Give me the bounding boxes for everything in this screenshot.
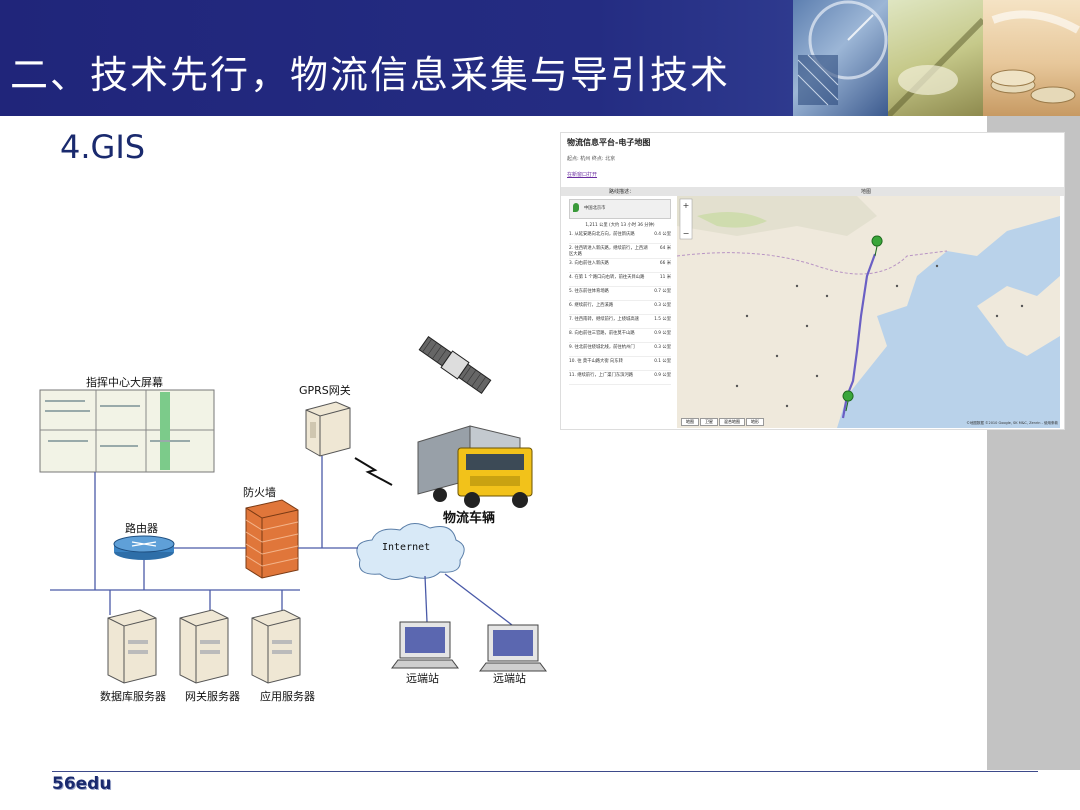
map-tab[interactable]: 地图	[681, 418, 699, 426]
truck-label: 物流车辆	[443, 511, 496, 526]
route-step-text: 5. 往东前往体育场路	[569, 289, 609, 294]
database-server-label: 数据库服务器	[100, 690, 166, 703]
header-banner: 二、技术先行，物流信息采集与导引技术	[0, 0, 1080, 116]
footer-divider	[52, 771, 1038, 772]
remote-terminal-label-2: 远端站	[493, 672, 526, 685]
map-header-label: 地图	[861, 189, 872, 195]
gprs-gateway-icon	[305, 401, 351, 457]
router-label: 路由器	[125, 522, 158, 535]
map-open-link[interactable]: 在新窗口打开	[567, 172, 598, 178]
route-step-distance: 11 米	[659, 275, 671, 280]
route-step-text: 6. 继续前行，上西溪路	[569, 303, 614, 308]
route-step-distance: 0.1 公里	[654, 359, 671, 364]
application-server-icon	[251, 609, 301, 684]
remote-terminal-label-1: 远端站	[406, 672, 439, 685]
slide-subtitle: 4.GIS	[60, 128, 146, 166]
header-photo-clock	[793, 0, 888, 116]
route-step-distance: 0.9 公里	[654, 373, 671, 378]
map-header-bar: 路线描述： 地图	[561, 187, 1064, 196]
slide-title: 二、技术先行，物流信息采集与导引技术	[10, 53, 731, 97]
map-canvas[interactable]: + − 地图卫星混合地图地形 ©地图数据 ©2010 Google, SK M&…	[677, 196, 1060, 428]
logistics-truck-icon	[417, 425, 533, 508]
route-step-text: 11. 继续前行，上广渠门东滨河路	[569, 373, 634, 378]
map-tab[interactable]: 混合地图	[719, 418, 745, 426]
route-step-distance: 0.7 公里	[654, 289, 671, 294]
route-step-distance: 0.9 公里	[654, 331, 671, 336]
map-meta: 起点: 杭州 终点: 北京	[567, 156, 616, 162]
route-step-distance: 64 米	[659, 246, 671, 251]
header-photo-coins	[983, 0, 1080, 116]
route-step[interactable]: 11. 继续前行，上广渠门东滨河路 0.9 公里	[569, 371, 671, 385]
map-tab[interactable]: 卫星	[700, 418, 718, 426]
route-header-label: 路线描述：	[609, 189, 635, 195]
svg-text:+: +	[683, 201, 690, 210]
route-step-distance: 66 米	[659, 261, 671, 266]
route-list: 中国北京市 1,211 公里 (大约 13 小时 36 分钟) 1. 从延安路向…	[569, 199, 671, 429]
remote-terminal-icon-1	[391, 621, 459, 669]
wireless-signal-icon	[354, 457, 393, 486]
route-step-distance: 0.4 公里	[654, 232, 671, 237]
route-step[interactable]: 2. 往西转进入新庆路，继续前行，上西湖区大路 64 米	[569, 244, 671, 259]
route-step-text: 7. 往西南转，继续前行，上绕城高速	[569, 317, 639, 322]
network-links	[50, 456, 513, 626]
internet-label: Internet	[382, 542, 431, 553]
remote-terminal-icon-2	[479, 624, 547, 672]
map-copyright: ©地图数据 ©2010 Google, SK M&C, Zenrin - 使用条…	[966, 421, 1058, 425]
route-step[interactable]: 8. 向右前往三官路，前往莫干山路 0.9 公里	[569, 329, 671, 343]
route-step-text: 9. 往北前往绕城北线，前往杭州门	[569, 345, 635, 350]
internet-cloud-icon	[356, 523, 465, 580]
route-step[interactable]: 4. 在第 1 个路口向右转，前往天目山路 11 米	[569, 273, 671, 287]
route-step-text: 1. 从延安路向北方向，前往新庆路	[569, 232, 635, 237]
header-photo-strip	[793, 0, 1080, 116]
map-type-tabs: 地图卫星混合地图地形	[681, 418, 765, 426]
map-title: 物流信息平台-电子地图	[567, 138, 651, 147]
route-step[interactable]: 5. 往东前往体育场路 0.7 公里	[569, 287, 671, 301]
route-step[interactable]: 9. 往北前往绕城北线，前往杭州门 0.3 公里	[569, 343, 671, 357]
electronic-map-screenshot: 物流信息平台-电子地图 起点: 杭州 终点: 北京 在新窗口打开 路线描述： 地…	[560, 132, 1065, 430]
route-summary: 1,211 公里 (大约 13 小时 36 分钟)	[585, 223, 655, 228]
firewall-label: 防火墙	[243, 486, 276, 499]
route-step[interactable]: 7. 往西南转，继续前行，上绕城高速 1.5 公里	[569, 315, 671, 329]
big-screen-label: 指挥中心大屏幕	[86, 376, 163, 389]
route-step-text: 10. 往 莫干山路大街 向东转	[569, 359, 623, 364]
route-step-text: 8. 向右前往三官路，前往莫干山路	[569, 331, 635, 336]
route-step-distance: 0.3 公里	[654, 303, 671, 308]
route-step-text: 4. 在第 1 个路口向右转，前往天目山路	[569, 275, 645, 280]
firewall-icon	[245, 499, 299, 579]
route-step-text: 3. 向右前往入新庆路	[569, 261, 609, 266]
big-screen-display	[39, 389, 215, 473]
satellite-icon	[418, 335, 492, 395]
route-step-text: 2. 往西转进入新庆路，继续前行，上西湖区大路	[569, 246, 648, 257]
gateway-server-label: 网关服务器	[185, 690, 240, 703]
start-marker-icon	[573, 203, 579, 212]
gateway-server-icon	[179, 609, 229, 684]
application-server-label: 应用服务器	[260, 690, 315, 703]
svg-text:−: −	[683, 229, 690, 238]
route-start: 中国北京市	[569, 199, 671, 219]
route-step-distance: 0.3 公里	[654, 345, 671, 350]
router-icon	[113, 535, 175, 560]
network-diagram: 指挥中心大屏幕 GPRS网关 防火墙 路由器 Internet 物流车辆 数据库…	[0, 330, 560, 710]
route-step-distance: 1.5 公里	[654, 317, 671, 322]
route-step[interactable]: 6. 继续前行，上西溪路 0.3 公里	[569, 301, 671, 315]
header-photo-pen	[888, 0, 983, 116]
route-step[interactable]: 1. 从延安路向北方向，前往新庆路 0.4 公里	[569, 230, 671, 244]
map-tab[interactable]: 地形	[746, 418, 764, 426]
route-step[interactable]: 10. 往 莫干山路大街 向东转 0.1 公里	[569, 357, 671, 371]
footer-brand: 56edu	[52, 774, 112, 794]
route-steps: 1. 从延安路向北方向，前往新庆路 0.4 公里 2. 往西转进入新庆路，继续前行，…	[569, 230, 671, 385]
database-server-icon	[107, 609, 157, 684]
route-step[interactable]: 3. 向右前往入新庆路 66 米	[569, 259, 671, 273]
gprs-gateway-label: GPRS网关	[299, 384, 351, 397]
route-start-label: 中国北京市	[584, 206, 606, 211]
